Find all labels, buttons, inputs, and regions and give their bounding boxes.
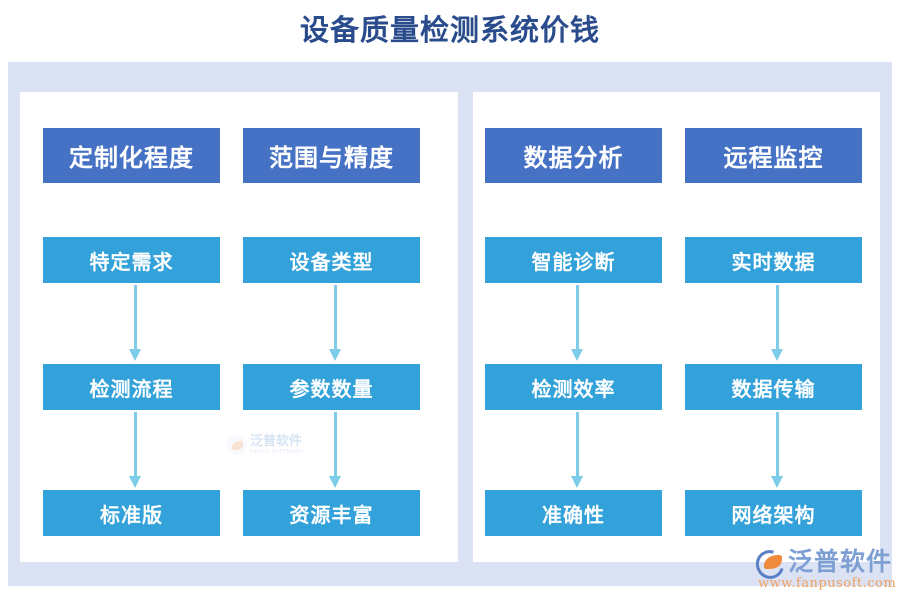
connector-arrowhead — [129, 349, 141, 361]
connector-line — [134, 285, 137, 351]
column-header-box[interactable]: 范围与精度 — [243, 128, 420, 183]
connector-arrowhead — [771, 349, 783, 361]
arrow-connector-down-icon — [329, 412, 342, 490]
fanpu-swoosh-icon — [750, 544, 790, 584]
column-header-box[interactable]: 数据分析 — [485, 128, 662, 183]
arrow-connector-down-icon — [129, 412, 142, 490]
connector-arrowhead — [571, 476, 583, 488]
connector-line — [776, 285, 779, 351]
item-box[interactable]: 数据传输 — [685, 364, 862, 410]
connector-line — [334, 412, 337, 478]
item-box[interactable]: 网络架构 — [685, 490, 862, 536]
connector-arrowhead — [571, 349, 583, 361]
item-box[interactable]: 智能诊断 — [485, 237, 662, 283]
column-remote-monitoring: 远程监控 实时数据 数据传输 网络架构 — [685, 92, 862, 562]
arrow-connector-down-icon — [571, 412, 584, 490]
connector-line — [576, 285, 579, 351]
connector-line — [576, 412, 579, 478]
arrow-connector-down-icon — [571, 285, 584, 363]
item-box[interactable]: 准确性 — [485, 490, 662, 536]
connector-arrowhead — [771, 476, 783, 488]
column-header-box[interactable]: 远程监控 — [685, 128, 862, 183]
column-customization-level: 定制化程度 特定需求 检测流程 标准版 — [43, 92, 220, 562]
diagram-panel: 定制化程度 特定需求 检测流程 标准版 范围与精度 设备类型 参数数量 — [8, 62, 892, 586]
left-group-card: 定制化程度 特定需求 检测流程 标准版 范围与精度 设备类型 参数数量 — [20, 92, 458, 562]
column-header-box[interactable]: 定制化程度 — [43, 128, 220, 183]
connector-line — [334, 285, 337, 351]
connector-line — [776, 412, 779, 478]
connector-arrowhead — [129, 476, 141, 488]
column-range-precision: 范围与精度 设备类型 参数数量 资源丰富 — [243, 92, 420, 562]
brand-logo: 泛普软件 www.fanpusoft.com — [750, 544, 897, 596]
item-box[interactable]: 标准版 — [43, 490, 220, 536]
item-box[interactable]: 特定需求 — [43, 237, 220, 283]
right-group-card: 数据分析 智能诊断 检测效率 准确性 远程监控 实时数据 数据传输 — [473, 92, 880, 562]
connector-arrowhead — [329, 476, 341, 488]
column-data-analysis: 数据分析 智能诊断 检测效率 准确性 — [485, 92, 662, 562]
item-box[interactable]: 检测效率 — [485, 364, 662, 410]
brand-url: www.fanpusoft.com — [758, 576, 897, 591]
connector-arrowhead — [329, 349, 341, 361]
item-box[interactable]: 检测流程 — [43, 364, 220, 410]
logo-leaf — [764, 554, 782, 569]
item-box[interactable]: 参数数量 — [243, 364, 420, 410]
connector-line — [134, 412, 137, 478]
arrow-connector-down-icon — [129, 285, 142, 363]
page-title: 设备质量检测系统价钱 — [299, 13, 600, 47]
item-box[interactable]: 实时数据 — [685, 237, 862, 283]
item-box[interactable]: 设备类型 — [243, 237, 420, 283]
arrow-connector-down-icon — [329, 285, 342, 363]
arrow-connector-down-icon — [771, 285, 784, 363]
brand-name: 泛普软件 — [788, 547, 893, 576]
item-box[interactable]: 资源丰富 — [243, 490, 420, 536]
arrow-connector-down-icon — [771, 412, 784, 490]
brand-logo-row: 泛普软件 — [750, 544, 893, 584]
